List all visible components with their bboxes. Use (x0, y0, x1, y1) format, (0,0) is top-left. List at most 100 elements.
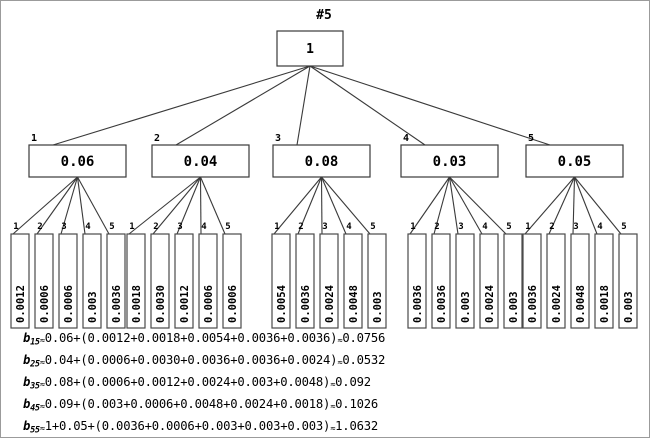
leaf-node-value-3-2: 0.0036 (300, 285, 312, 323)
level2-node-1[interactable]: 0.061 (28, 133, 127, 178)
leaf-node-box-4-4[interactable] (479, 233, 499, 329)
leaf-node-2-4[interactable]: 0.0006 4 (198, 222, 218, 329)
root-node-label: 1 (306, 42, 314, 57)
leaf-node-index-2-4: 4 (201, 222, 207, 232)
edge-node-4-to-leaf-4 (449, 176, 483, 235)
edge-node-2-to-leaf-4 (199, 176, 202, 235)
edge-node-1-to-leaf-1 (12, 176, 78, 235)
level2-node-4[interactable]: 0.034 (400, 133, 499, 178)
root-node[interactable]: 1 (276, 30, 344, 67)
leaf-node-box-3-4[interactable] (343, 233, 363, 329)
leaf-node-box-1-4[interactable] (82, 233, 102, 329)
leaf-node-box-2-5[interactable] (222, 233, 242, 329)
formula-subscript-3: 35 (30, 381, 40, 392)
leaf-node-value-2-4: 0.0006 (203, 285, 215, 323)
formula-line-3: b35≈0.08+(0.0006+0.0012+0.0024+0.003+0.0… (23, 374, 623, 396)
leaf-node-box-4-2[interactable] (431, 233, 451, 329)
leaf-node-index-5-4: 4 (597, 222, 603, 232)
level2-node-box-4[interactable] (400, 144, 499, 178)
leaf-node-box-4-5[interactable] (503, 233, 523, 329)
formula-subscript-5: 55 (30, 425, 40, 436)
leaf-node-box-3-2[interactable] (295, 233, 315, 329)
leaf-node-index-5-2: 2 (549, 222, 554, 232)
leaf-node-box-4-3[interactable] (455, 233, 475, 329)
level2-node-index-3: 3 (275, 133, 281, 144)
root-node-box[interactable] (276, 30, 344, 67)
formula-approx-left-4: ≈ (39, 402, 45, 413)
leaf-node-box-1-1[interactable] (10, 233, 30, 329)
formula-subscript-4: 45 (30, 403, 40, 414)
leaf-node-box-5-4[interactable] (594, 233, 614, 329)
level2-node-box-2[interactable] (151, 144, 250, 178)
leaf-node-box-1-5[interactable] (106, 233, 126, 329)
leaf-node-box-2-4[interactable] (198, 233, 218, 329)
formula-line-1: b15≈0.06+(0.0012+0.0018+0.0054+0.0036+0.… (23, 330, 623, 352)
level2-node-3[interactable]: 0.083 (272, 133, 371, 178)
formula-expression-1: 0.06+(0.0012+0.0018+0.0054+0.0036+0.0036… (44, 331, 338, 345)
leaf-node-box-1-3[interactable] (58, 233, 78, 329)
leaf-node-box-3-5[interactable] (367, 233, 387, 329)
edge-node-1-to-leaf-5 (77, 176, 110, 235)
leaf-node-box-3-1[interactable] (271, 233, 291, 329)
leaf-node-5-4[interactable]: 0.0018 4 (594, 222, 614, 329)
level2-node-box-5[interactable] (525, 144, 624, 178)
leaf-node-2-5[interactable]: 0.0006 5 (222, 222, 242, 329)
leaf-node-index-4-2: 2 (434, 222, 439, 232)
leaf-node-box-2-2[interactable] (150, 233, 170, 329)
level2-node-box-1[interactable] (28, 144, 127, 178)
leaf-node-box-2-1[interactable] (126, 233, 146, 329)
leaf-node-box-4-1[interactable] (407, 233, 427, 329)
leaf-node-value-2-5: 0.0006 (227, 285, 239, 323)
leaf-node-box-5-1[interactable] (522, 233, 542, 329)
edge-node-2-to-leaf-3 (176, 176, 202, 235)
level2-node-box-3[interactable] (272, 144, 371, 178)
level2-node-5[interactable]: 0.055 (525, 133, 624, 178)
level2-nodes: 0.061 0.042 0.083 0.034 0.055 (28, 133, 624, 178)
leaf-node-box-1-2[interactable] (34, 233, 54, 329)
leaf-node-box-5-3[interactable] (570, 233, 590, 329)
leaf-node-index-2-5: 5 (225, 222, 230, 232)
leaf-node-box-2-3[interactable] (174, 233, 194, 329)
formula-variable-5: b (23, 419, 31, 433)
leaf-node-index-3-4: 4 (346, 222, 352, 232)
edge-node-3-to-leaf-5 (321, 176, 371, 235)
leaf-node-value-5-4: 0.0018 (599, 285, 611, 323)
edge-root-to-node-4 (309, 65, 426, 146)
leaf-node-value-3-5: 0.003 (372, 291, 384, 323)
edge-node-5-to-leaf-5 (574, 176, 622, 235)
formula-result-5: 1.0632 (335, 419, 378, 433)
leaf-node-value-1-1: 0.0012 (15, 285, 27, 323)
level2-node-2[interactable]: 0.042 (151, 133, 250, 178)
leaf-node-value-4-4: 0.0024 (484, 285, 496, 323)
leaf-node-box-5-2[interactable] (546, 233, 566, 329)
edge-node-4-to-leaf-1 (409, 176, 450, 235)
edge-node-3-to-leaf-3 (320, 176, 323, 235)
edge-node-1-to-leaf-2 (36, 176, 78, 235)
leaf-node-box-5-5[interactable] (618, 233, 638, 329)
leaf-node-value-5-5: 0.003 (623, 291, 635, 323)
leaf-node-box-3-3[interactable] (319, 233, 339, 329)
